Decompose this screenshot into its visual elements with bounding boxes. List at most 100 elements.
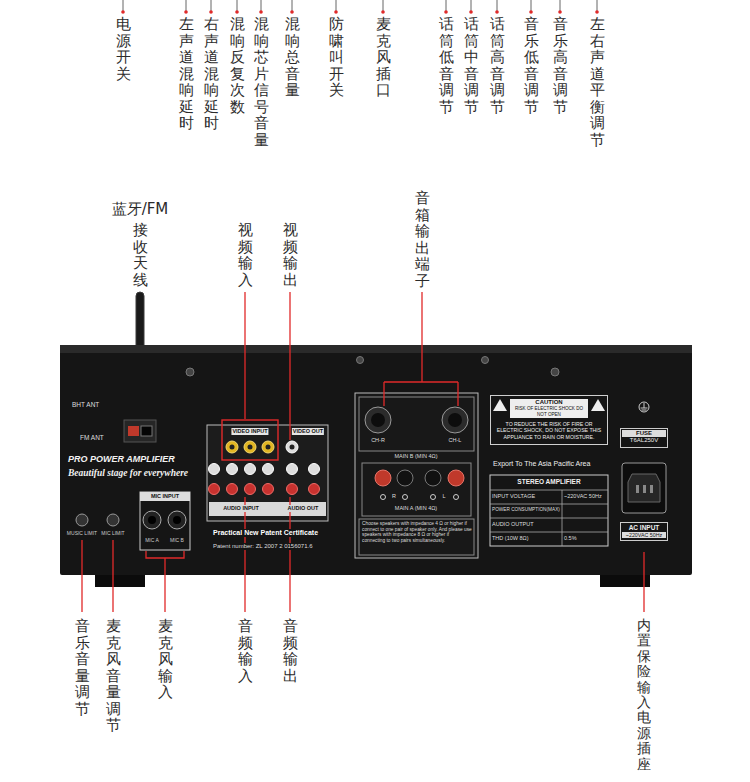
leader-dot	[290, 10, 294, 14]
jack-hole	[266, 445, 271, 450]
rca-jack-red	[227, 484, 238, 495]
mic-input-frame	[140, 492, 190, 550]
panel-marking: Export To The Asia Pacific Area	[493, 460, 590, 468]
leader-dot	[334, 10, 338, 14]
callout-label: 话筒高音调节	[490, 16, 505, 115]
binding-post-black	[425, 470, 441, 486]
leader-dot	[184, 10, 188, 14]
mic-input-strip	[140, 492, 190, 501]
leader-dot	[558, 10, 562, 14]
callout-label: 音乐高音调节	[553, 16, 568, 115]
callout-label: 电源开关	[116, 16, 131, 82]
ac-input-box-text: AC INPUT	[622, 524, 666, 532]
foot	[600, 574, 650, 587]
polarity-mark	[431, 495, 436, 500]
callout-leader-lines	[82, 292, 644, 612]
callout-label: 内置保险输入电源插座	[637, 618, 651, 772]
caution-box: CAUTIONRISK OF ELECTRIC SHOCK DO NOT OPE…	[490, 395, 608, 445]
speaker-output-panel	[355, 393, 478, 558]
ground-symbol-lines	[641, 403, 648, 410]
spec-table-grid	[490, 490, 608, 546]
ground-symbol	[639, 402, 649, 412]
warning-triangle	[591, 399, 605, 411]
leader-dot	[259, 10, 263, 14]
main-b-frame	[359, 397, 474, 451]
panel-marking: BHT ANT	[72, 401, 99, 409]
fuse-box-text: T6AL250V	[622, 437, 666, 444]
av-panel	[207, 425, 328, 521]
panel-marking: INPUT VOLTAGE	[492, 493, 535, 500]
callout-label: 麦克风插口	[376, 16, 391, 99]
panel-marking: CH-L	[449, 437, 462, 444]
fm-terminal-black	[141, 426, 152, 436]
video-jacks	[226, 441, 298, 453]
panel-marking: Patent number: ZL 2007 2 0156071.6	[212, 543, 314, 550]
screw	[186, 368, 194, 376]
jack-hole	[248, 445, 253, 450]
panel-marking: AUDIO INPUT	[222, 505, 260, 512]
callout-label: 话筒中音调节	[464, 16, 479, 115]
panel-marking: L	[442, 493, 445, 500]
iec-socket-inner	[628, 474, 660, 502]
caution-box-text: RISK OF ELECTRIC SHOCK DO NOT OPEN	[510, 406, 588, 418]
leader-dot	[595, 10, 599, 14]
callout-label: 视频输入	[238, 222, 253, 288]
screw	[357, 357, 364, 364]
panel-marking: 0.5%	[564, 535, 577, 542]
leader-dot	[444, 10, 448, 14]
iec-socket	[622, 463, 666, 513]
leader-dot	[235, 10, 239, 14]
ac-input-box: AC INPUT~220VAC 50Hz	[620, 522, 668, 541]
callout-label: 话筒低音调节	[439, 16, 454, 115]
callout-label: 音乐音量调节	[75, 618, 90, 717]
iec-pin	[650, 485, 653, 493]
foot	[95, 574, 145, 587]
caution-box-text: TO REDUCE THE RISK OF FIRE OR ELECTRIC S…	[494, 421, 604, 440]
panel-marking: MIC LIMIT	[101, 530, 124, 536]
panel-marking: AUDIO OUTPUT	[492, 521, 534, 528]
rca-jack-red	[287, 484, 298, 495]
rca-jack-yellow	[244, 441, 256, 453]
video-input-highlight	[222, 420, 278, 460]
mic-limit-knob	[107, 514, 119, 526]
main-a-frame	[362, 463, 471, 516]
callout-label: 防啸叫开关	[329, 16, 344, 99]
iec-pin	[643, 485, 646, 493]
leader-dots	[121, 10, 599, 14]
iec-pin	[636, 485, 639, 493]
music-limit-knob	[76, 514, 88, 526]
leader-dot	[381, 10, 385, 14]
callout-label: 音乐低音调节	[524, 16, 539, 115]
speaker-note-frame	[359, 519, 474, 555]
jack-hole	[290, 445, 295, 450]
panel-marking: VIDEO INPUT	[231, 428, 268, 435]
panel-marking: R	[392, 493, 396, 500]
audio-jacks	[209, 464, 320, 495]
polarity-mark	[381, 495, 386, 500]
panel-marking: Choose speakers with impedance 4 Ω or hi…	[362, 521, 472, 543]
warning-triangle	[493, 399, 507, 411]
callout-label: 右声道混响延时	[204, 16, 219, 132]
callout-label: 麦克风音量调节	[106, 618, 121, 734]
speakon-socket	[365, 407, 391, 433]
panel-marking: MUSIC LIMIT	[67, 530, 97, 536]
rca-jack-white	[286, 441, 298, 453]
antenna-terminal-block	[124, 420, 156, 442]
callout-label: 音箱输出端子	[415, 190, 430, 289]
panel-marking: MIC B	[170, 537, 184, 543]
spec-table-header: STEREO AMPLIFIER	[490, 476, 608, 488]
panel-marking: PRO POWER AMPLIFIER	[68, 454, 175, 465]
spec-table-frame	[490, 475, 608, 546]
screw	[551, 368, 559, 376]
rca-jack-white	[309, 464, 320, 475]
panel-marking: FM ANT	[80, 434, 104, 442]
panel-marking: MIC INPUT	[150, 493, 180, 500]
callout-label: 麦克风输入	[158, 618, 173, 701]
panel-marking: POWER CONSUMPTION(MAX)	[492, 507, 560, 513]
rca-jack-yellow	[262, 441, 274, 453]
spec-table-header-text: STEREO AMPLIFIER	[492, 478, 606, 486]
rca-jack-red	[309, 484, 320, 495]
caution-box-text: CAUTION	[510, 399, 588, 406]
panel-marking: CH-R	[371, 437, 385, 444]
callout-label: 视频输出	[283, 222, 298, 288]
